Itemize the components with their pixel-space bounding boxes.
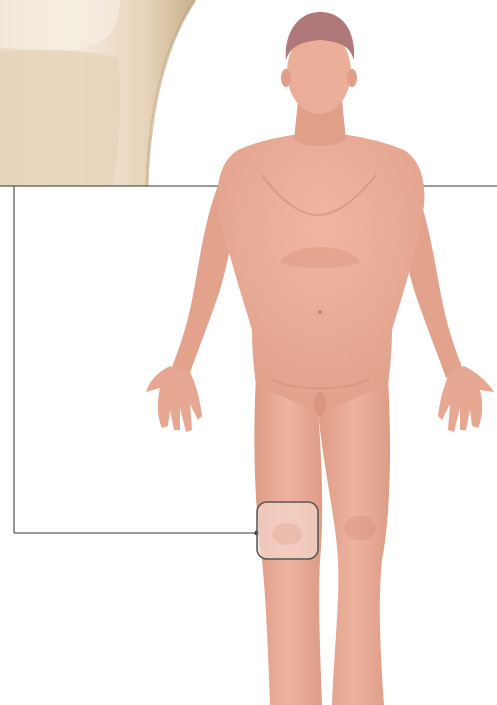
bone-condyle [0, 50, 120, 186]
torso [218, 132, 425, 412]
left-leg-figure [318, 378, 390, 705]
knee-bone-inset [0, 0, 200, 186]
left-hand [146, 366, 202, 432]
knee-highlight [257, 502, 318, 559]
